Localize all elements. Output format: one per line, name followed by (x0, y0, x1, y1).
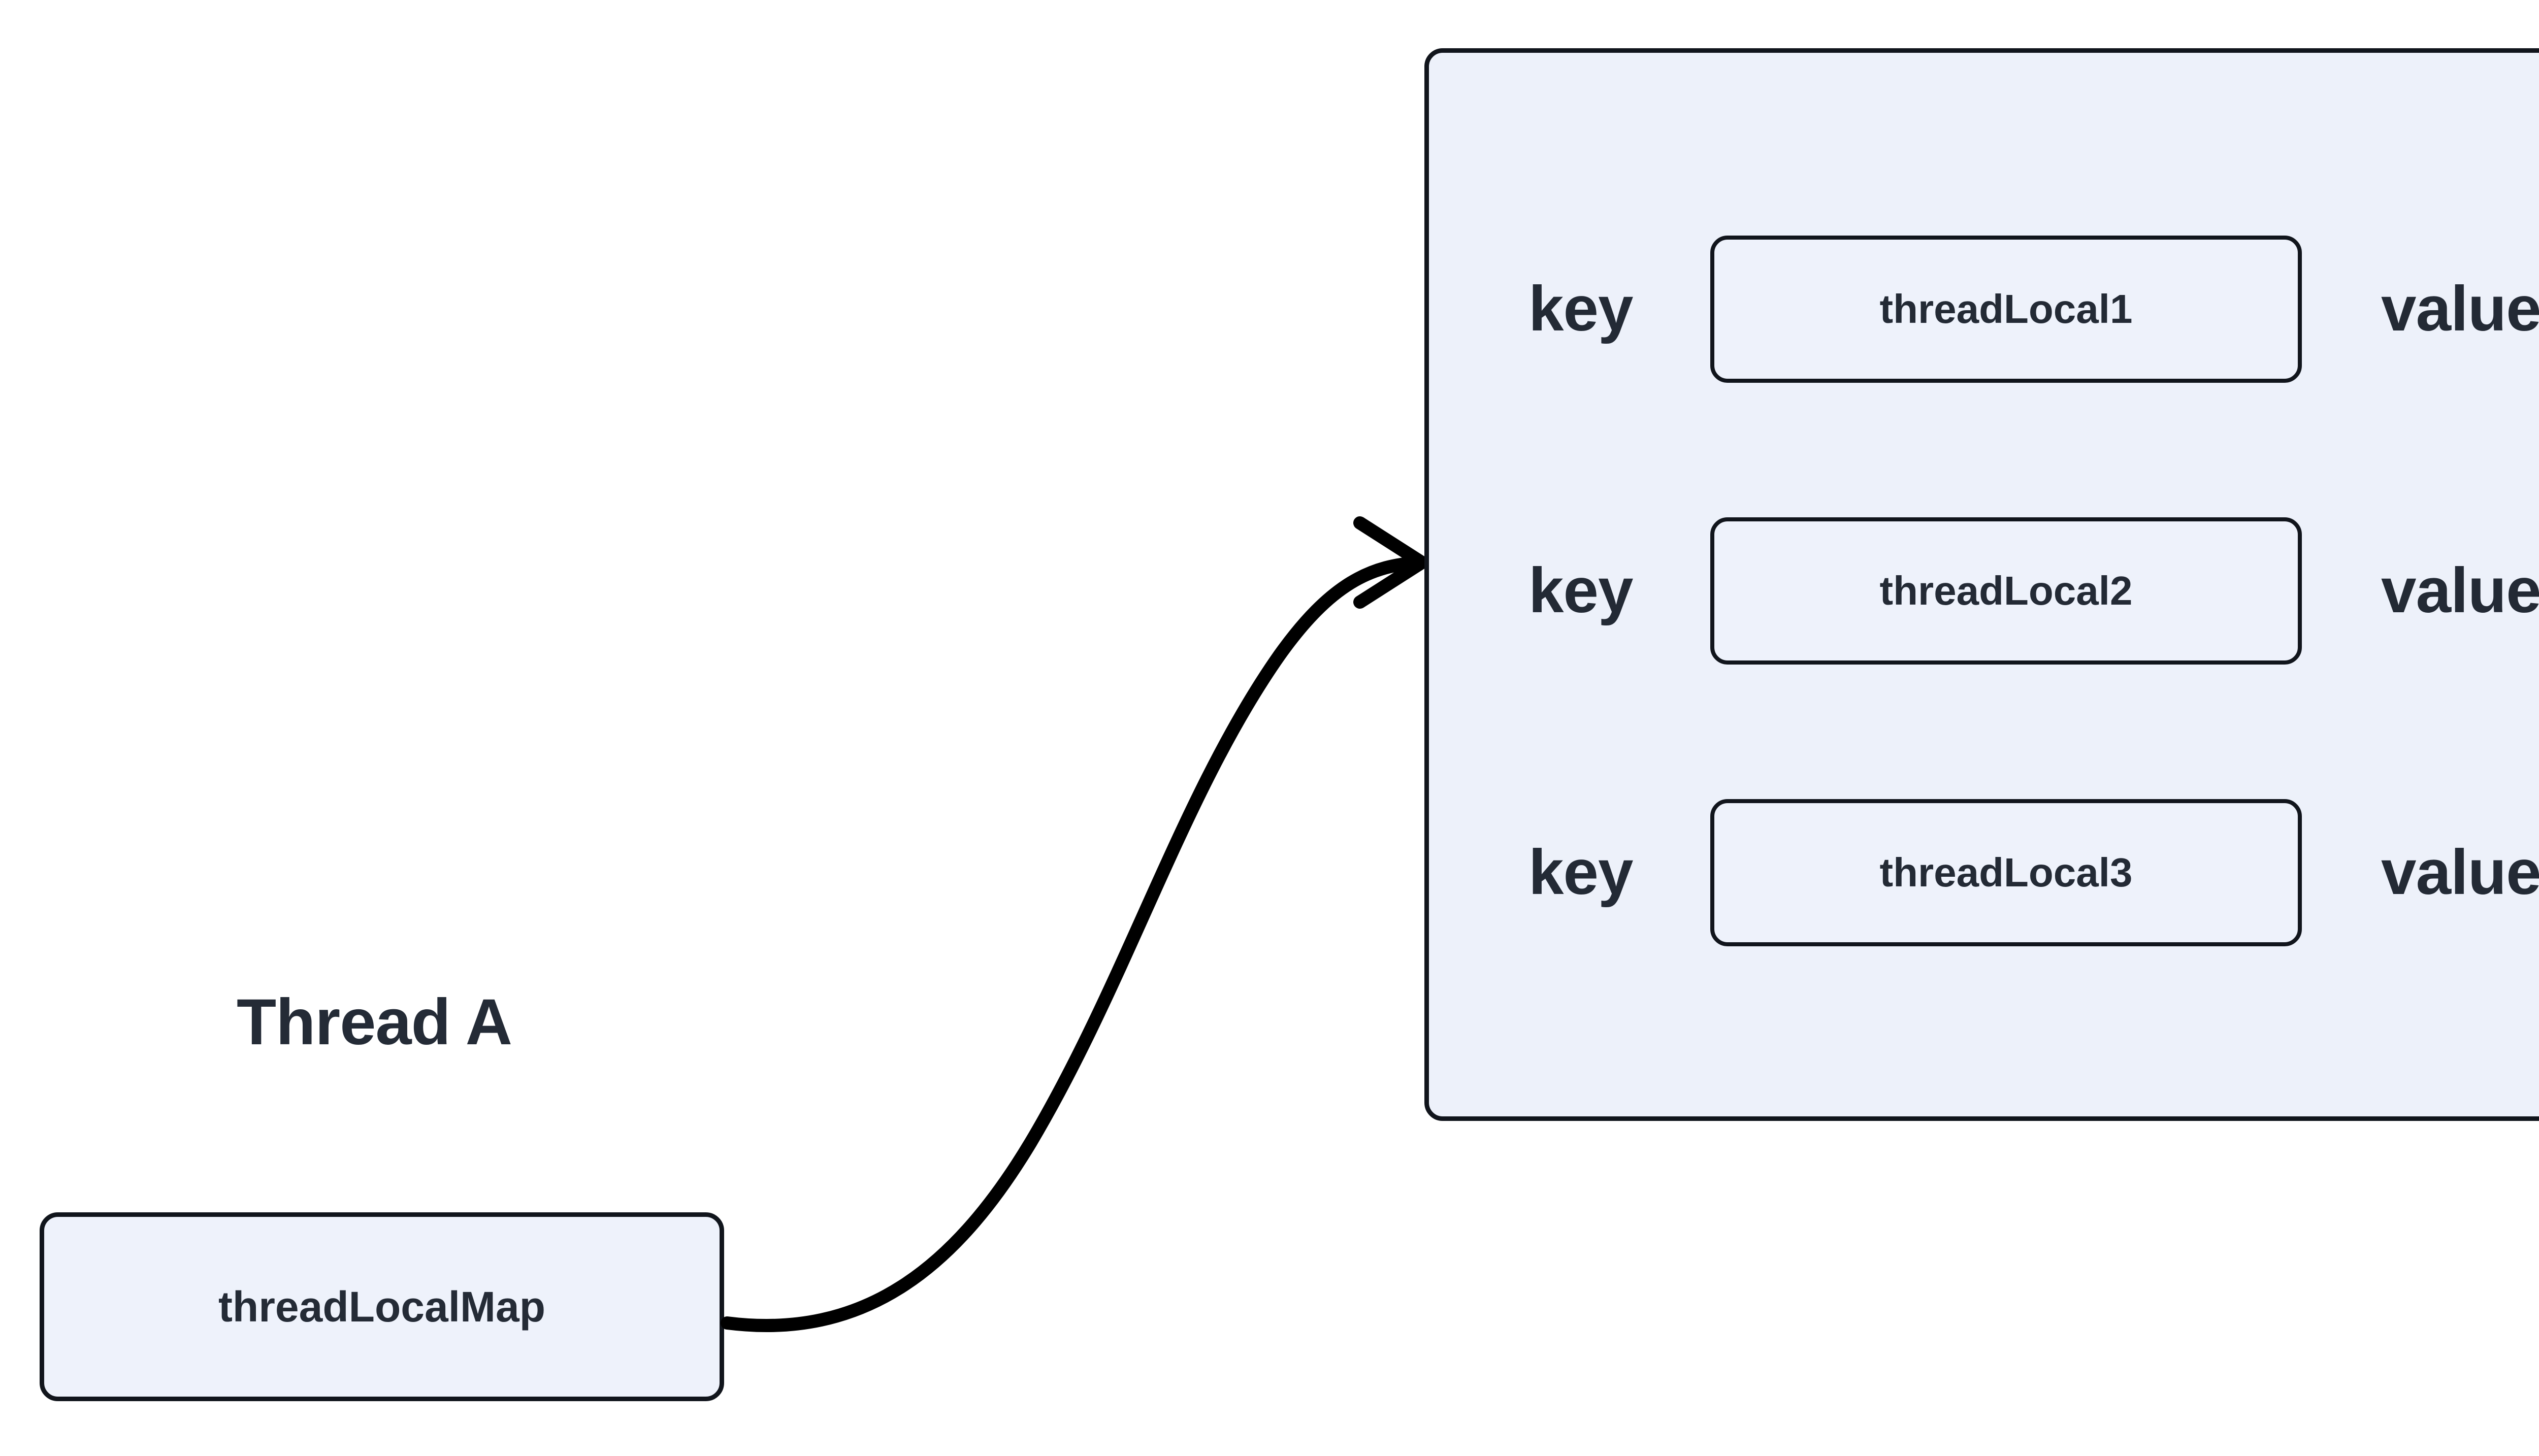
entry-row: key threadLocal2 value value2 (1429, 517, 2539, 665)
key-label: key (1528, 274, 1634, 344)
threadlocalmap-node[interactable]: threadLocalMap (40, 1212, 724, 1401)
value-label: value (2381, 274, 2539, 344)
key-box[interactable]: threadLocal2 (1710, 517, 2302, 665)
key-label: key (1528, 837, 1634, 908)
arrow-head-icon (1353, 516, 1428, 609)
key-box-text: threadLocal3 (1879, 850, 2133, 895)
entry-row: key threadLocal3 value value3 (1429, 799, 2539, 946)
key-box[interactable]: threadLocal3 (1710, 799, 2302, 946)
key-box[interactable]: threadLocal1 (1710, 236, 2302, 383)
key-box-text: threadLocal1 (1879, 286, 2133, 332)
entry-row: key threadLocal1 value value1 (1429, 236, 2539, 383)
key-box-text: threadLocal2 (1879, 568, 2133, 613)
key-label: key (1528, 555, 1634, 626)
value-label: value (2381, 555, 2539, 626)
thread-title: Thread A (237, 986, 512, 1058)
value-label: value (2381, 837, 2539, 908)
threadlocalmap-node-label: threadLocalMap (218, 1282, 546, 1331)
arrow-path (721, 556, 1428, 1333)
threadlocalmap-entries-panel: key threadLocal1 value value1 key thread… (1424, 48, 2539, 1121)
